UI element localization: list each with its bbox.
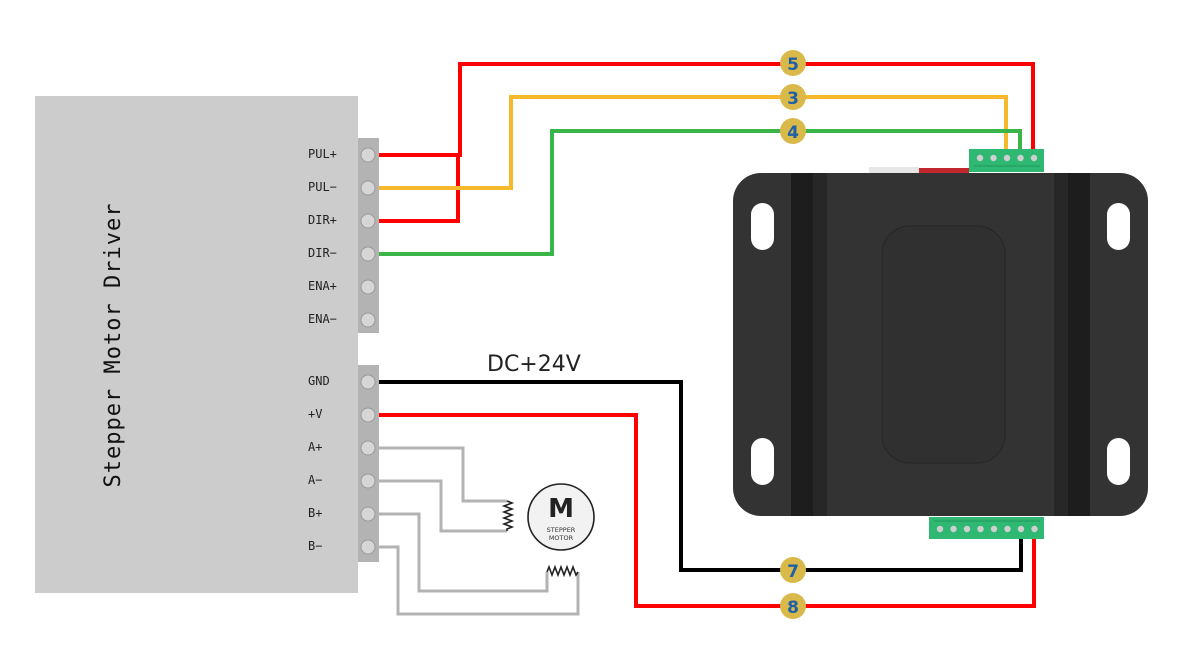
svg-text:5: 5 [787,55,799,75]
stepper-driver-body [35,96,358,593]
wire-dir-plus [379,155,460,223]
terminal-screw-icon [360,407,376,423]
power-terminals: GND +V A+ A− B+ B− [308,374,330,553]
motor-wires [379,446,580,616]
connector-pin-icon [1030,154,1038,162]
terminal-label-v-plus: +V [308,407,322,421]
connector-pin-icon [977,525,984,533]
connector-pin-icon [963,525,971,533]
terminal-label-ena-plus: ENA+ [308,279,337,293]
mount-hole-bottom-right [1107,438,1130,485]
connector-pin-icon [990,154,997,162]
power-terminal-strip [358,365,379,562]
connector-pin-icon [1017,525,1025,533]
terminal-screw-icon [360,213,376,229]
connector-pin-icon [1004,525,1011,533]
terminal-label-gnd: GND [308,374,330,388]
motor-label-line2: MOTOR [549,534,574,542]
side-connector-white [869,167,919,177]
wire-b-minus [379,545,580,616]
connector-pin-icon [936,525,944,533]
svg-text:8: 8 [787,598,799,618]
wire-a-plus [379,446,507,503]
terminal-label-a-minus: A− [308,473,322,487]
power-wires [379,380,1036,608]
bottom-terminal-block [929,517,1044,539]
terminal-label-b-plus: B+ [308,506,322,520]
terminal-screws [360,147,376,555]
connector-pin-icon [1003,154,1011,162]
wire-a-minus [379,479,507,533]
wire-gnd [379,380,1023,572]
terminal-screw-icon [360,539,376,555]
terminal-label-pul-minus: PUL− [308,180,337,194]
badge-4: 4 [780,118,806,144]
terminal-label-b-minus: B− [308,539,322,553]
terminal-label-dir-plus: DIR+ [308,213,337,227]
terminal-screw-icon [360,180,376,196]
terminal-label-a-plus: A+ [308,440,322,454]
terminal-label-pul-plus: PUL+ [308,147,337,161]
side-connector-red [919,168,969,177]
terminal-screw-icon [360,147,376,163]
svg-text:3: 3 [787,89,799,109]
connector-pin-icon [1017,154,1024,162]
top-terminal-block [969,149,1044,172]
terminal-screw-icon [360,506,376,522]
coil-b-icon [546,564,579,578]
terminal-screw-icon [360,374,376,390]
svg-text:7: 7 [787,562,799,582]
signal-terminals: PUL+ PUL− DIR+ DIR− ENA+ ENA− [308,147,337,326]
terminal-label-ena-minus: ENA− [308,312,337,326]
badge-5: 5 [780,50,806,76]
wire-pul-minus [379,95,1008,190]
mount-hole-top-right [1107,203,1130,250]
wire-b-plus [379,512,549,593]
mount-hole-bottom-left [751,438,774,485]
coil-a-icon [501,500,515,531]
svg-text:4: 4 [787,123,799,143]
badge-7: 7 [780,557,806,583]
terminal-screw-icon [360,473,376,489]
motor-label-line1: STEPPER [547,526,576,534]
wire-dir-minus [379,129,1022,256]
wire-pul-plus [379,62,1035,157]
terminal-screw-icon [360,279,376,295]
motor-symbol: M [548,494,574,524]
mount-hole-top-left [751,203,774,250]
controller-device [733,149,1148,539]
wire-badges: 5 3 4 7 8 [780,50,806,619]
terminal-screw-icon [360,440,376,456]
connector-pin-icon [976,154,984,162]
signal-wires [379,62,1035,256]
stepper-driver-title: Stepper Motor Driver [101,203,126,488]
badge-3: 3 [780,84,806,110]
signal-terminal-strip [358,138,379,333]
badge-8: 8 [780,593,806,619]
stepper-motor-icon: M STEPPER MOTOR [527,483,595,551]
power-supply-label: DC+24V [487,352,581,377]
connector-pin-icon [950,525,957,533]
terminal-screw-icon [360,246,376,262]
connector-pin-icon [990,525,998,533]
wire-v-plus [379,413,1036,608]
connector-pin-icon [1031,525,1038,533]
controller-label-panel [881,225,1006,464]
terminal-label-dir-minus: DIR− [308,246,337,260]
terminal-screw-icon [360,312,376,328]
